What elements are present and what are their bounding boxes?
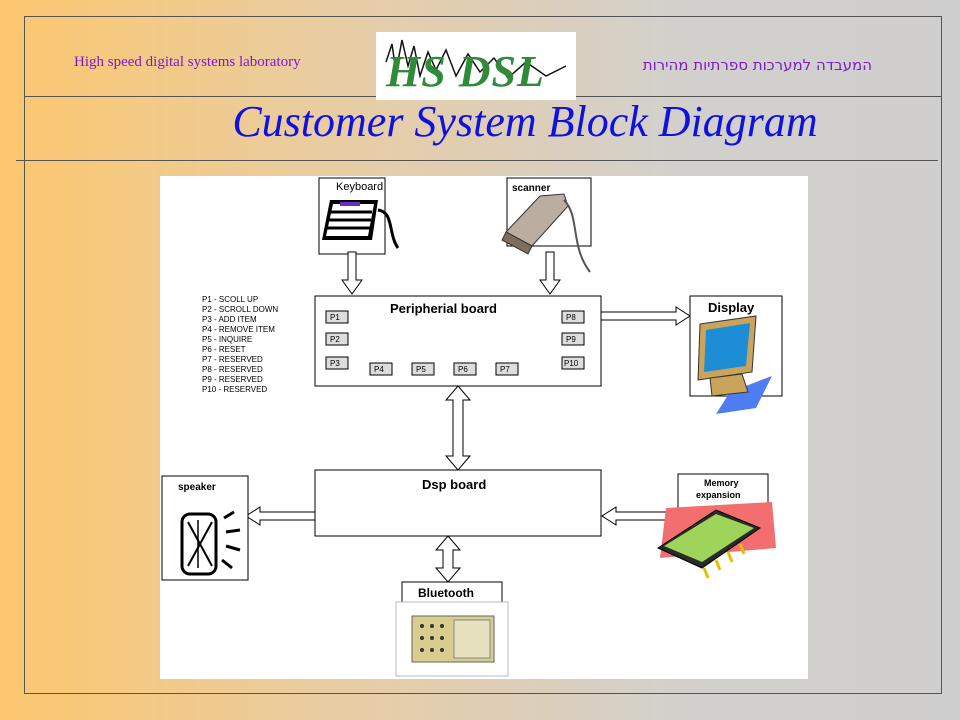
legend-item: P5 - INQUIRE [202,335,252,344]
scanner-device: scanner [501,177,592,273]
peripheral-board-label: Peripherial board [390,301,497,316]
svg-text:P1: P1 [330,313,340,322]
bluetooth-device: Bluetooth [395,581,509,677]
speaker-icon [180,510,241,576]
svg-text:P10: P10 [564,359,579,368]
keyboard-label: Keyboard [336,181,383,193]
memory-label-line2: expansion [696,490,741,500]
scanner-icon [501,193,591,273]
p1-button: P1 [325,310,349,324]
scanner-label: scanner [512,183,550,194]
svg-text:P7: P7 [500,365,510,374]
display-label: Display [708,300,755,315]
legend-item: P10 - RESERVED [202,385,267,394]
legend-item: P4 - REMOVE ITEM [202,325,275,334]
lab-name-hebrew: המעבדה למערכות ספרתיות מהירות [642,56,872,74]
svg-text:P8: P8 [566,313,576,322]
speaker-arrow [245,506,316,526]
p9-button: P9 [561,332,585,346]
bluetooth-label: Bluetooth [418,586,474,600]
p7-button: P7 [495,362,519,376]
legend-item: P1 - SCOLL UP [202,295,258,304]
legend-item: P8 - RESERVED [202,365,263,374]
legend-item: P6 - RESET [202,345,246,354]
legend-item: P7 - RESERVED [202,355,263,364]
page-title: Customer System Block Diagram [232,97,818,146]
dsp-bluetooth-arrow [434,535,462,583]
title-divider [16,160,938,161]
p4-button: P4 [369,362,393,376]
svg-text:P9: P9 [566,335,576,344]
bluetooth-module-icon [411,615,495,663]
legend-item: P3 - ADD ITEM [202,315,257,324]
peripheral-dsp-arrow [444,385,472,471]
p5-button: P5 [411,362,435,376]
speaker-label: speaker [178,482,216,493]
keyboard-icon [322,200,400,249]
logo-waveform-icon [385,39,567,80]
svg-text:P5: P5 [416,365,426,374]
keyboard-device: Keyboard [318,177,400,255]
button-legend: P1 - SCOLL UP P2 - SCROLL DOWN P3 - ADD … [202,295,278,394]
scanner-arrow [539,251,561,295]
p8-button: P8 [561,310,585,324]
memory-label-line1: Memory [704,478,739,488]
p2-button: P2 [325,332,349,346]
monitor-icon [697,315,772,414]
display-arrow [600,306,691,326]
hsdsl-logo: HS DSL [376,32,576,100]
peripheral-board: Peripherial board P1 P2 P3 P4 P5 P6 P7 P… [314,295,602,387]
logo-text: HS DSL [386,47,545,96]
legend-item: P9 - RESERVED [202,375,263,384]
dsp-board: Dsp board [314,469,602,537]
p6-button: P6 [453,362,477,376]
p3-button: P3 [325,356,349,370]
speaker-device: speaker [161,475,249,581]
slide-frame [24,16,942,694]
dsp-board-label: Dsp board [422,477,486,492]
lab-name-english: High speed digital systems laboratory [74,54,301,70]
legend-item: P2 - SCROLL DOWN [202,305,278,314]
svg-text:P3: P3 [330,359,340,368]
p10-button: P10 [561,356,585,370]
svg-text:P2: P2 [330,335,340,344]
memory-expansion-device: Memory expansion [656,473,776,579]
memory-chip-icon [656,502,776,579]
block-diagram: Keyboard scanner P1 - SCOLL UP P2 - SCRO… [160,176,808,679]
svg-text:P6: P6 [458,365,468,374]
keyboard-arrow [341,251,363,295]
svg-text:P4: P4 [374,365,384,374]
display-device: Display [689,295,783,414]
